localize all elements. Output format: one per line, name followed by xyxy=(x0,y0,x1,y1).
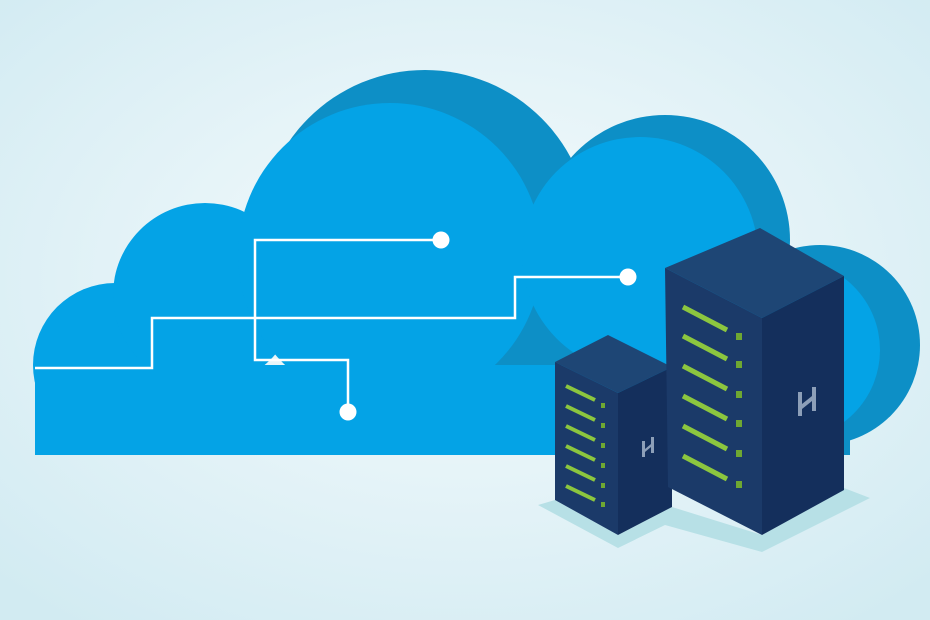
server-logo-icon xyxy=(798,387,816,416)
led-bars xyxy=(565,384,596,502)
led-dots xyxy=(736,333,742,488)
led-bars xyxy=(681,304,729,482)
server-logo-icon xyxy=(642,437,654,457)
server-rack-icon-small xyxy=(555,335,672,535)
circuit-lines xyxy=(35,238,628,412)
server-rack-icon-large xyxy=(665,228,844,535)
led-dots xyxy=(601,403,605,507)
server-shadow xyxy=(538,488,870,552)
circuit-nodes xyxy=(339,231,637,421)
